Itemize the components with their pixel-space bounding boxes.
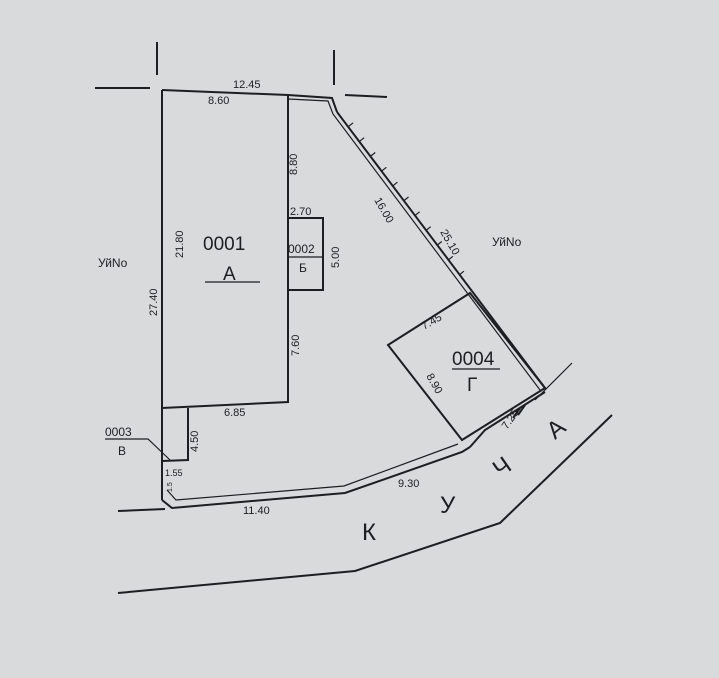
dim-b-top: 2.70	[290, 206, 311, 218]
wall-mark	[517, 404, 526, 416]
plot-letter-g: Г	[467, 375, 477, 396]
plot-letter-b: Б	[299, 261, 307, 275]
label-leader-v	[105, 438, 171, 461]
plot-code-0004: 0004	[452, 349, 495, 370]
plot-code-0002: 0002	[288, 242, 315, 256]
street-edge	[117, 414, 613, 594]
dim-corner-small: 1.5	[167, 482, 174, 492]
boundary-tick	[447, 255, 454, 261]
boundary-ticks	[347, 122, 465, 276]
boundary-top-inner	[287, 98, 334, 115]
dim-bottom-mid: 9.30	[398, 478, 419, 490]
boundary-tick	[347, 122, 354, 128]
plot-letter-a: А	[223, 264, 236, 285]
boundary-tick	[414, 211, 420, 217]
building-g-outline	[386, 291, 547, 442]
dim-b-side: 5.00	[330, 247, 342, 268]
dim-bottom-left: 11.40	[243, 505, 270, 517]
wall-mark	[512, 407, 521, 419]
neighbor-left-label: УйNo	[98, 256, 128, 270]
boundary-tick	[458, 270, 465, 276]
boundary-tick	[380, 166, 387, 172]
plot-v-outline	[161, 408, 189, 462]
neighbor-right-label: УйNo	[492, 235, 522, 249]
dim-a-left: 21.80	[174, 230, 186, 258]
corner-mark	[117, 508, 166, 512]
dim-top-a: 8.60	[208, 95, 229, 107]
boundary-bottom	[161, 446, 471, 510]
dim-a-bottom: 6.85	[224, 407, 245, 419]
wall-g	[469, 391, 546, 448]
street-letter: У	[440, 492, 456, 519]
boundary-tick	[358, 137, 365, 143]
boundary-tick	[392, 181, 398, 187]
boundary-bottom-inner	[166, 443, 459, 501]
dim-a-right-lower: 7.60	[290, 335, 302, 356]
plot-letter-v: В	[118, 444, 126, 458]
dim-left-total: 27.40	[148, 288, 160, 316]
plot-code-0003: 0003	[105, 425, 132, 439]
building-a-outline	[161, 95, 289, 409]
boundary-tick	[369, 152, 376, 157]
dim-top-total: 12.45	[233, 79, 261, 91]
boundary-top	[161, 89, 338, 113]
building-b-outline	[287, 217, 324, 291]
boundary-tick	[403, 196, 409, 202]
street-letter: К	[362, 519, 376, 546]
dim-a-right-upper: 8.80	[288, 154, 300, 175]
dim-v-side: 4.50	[189, 431, 201, 452]
plot-code-0001: 0001	[203, 234, 245, 255]
corner-mark	[344, 94, 388, 98]
boundary-tick	[436, 241, 443, 246]
boundary-extension	[534, 362, 573, 401]
boundary-tick	[425, 226, 432, 232]
boundary-diagonal	[336, 111, 546, 389]
boundary-diagonal-inner	[332, 113, 541, 391]
dim-v-bottom: 1.55	[165, 468, 183, 478]
